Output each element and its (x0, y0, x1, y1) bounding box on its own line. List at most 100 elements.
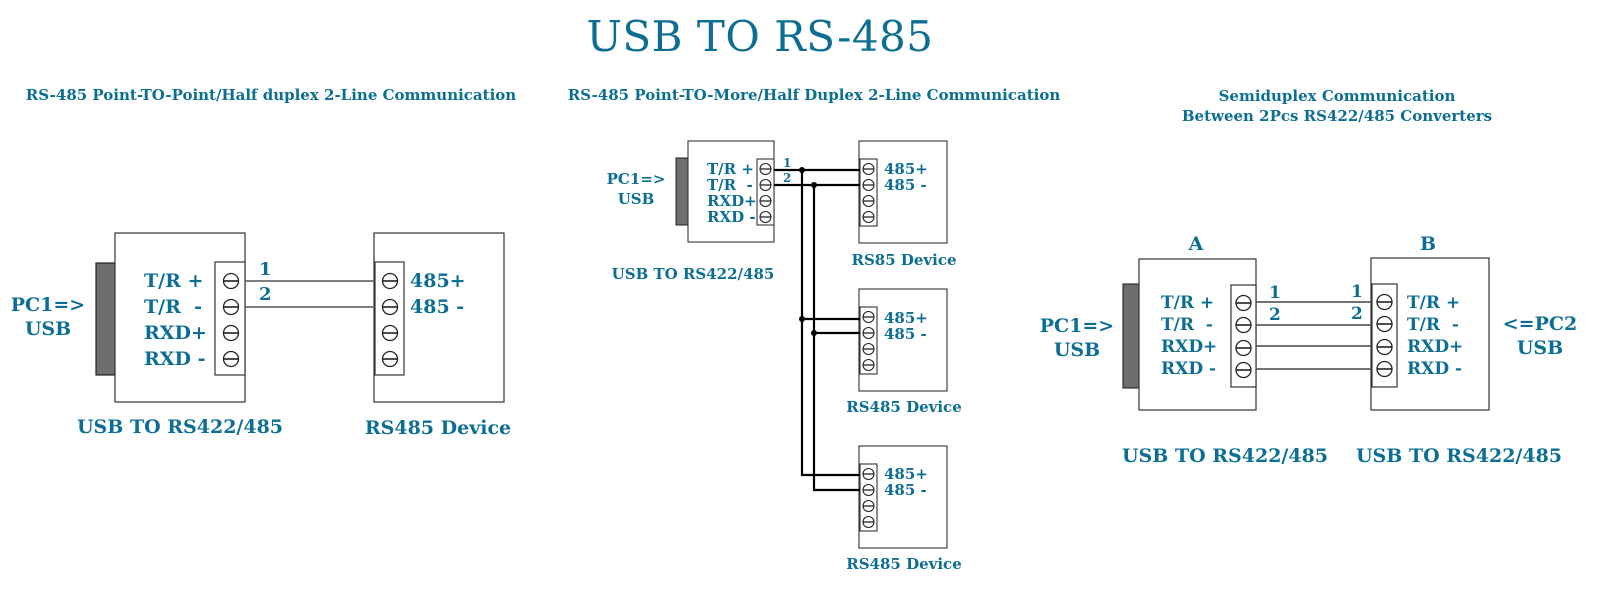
device-caption: RS485 Device (364, 417, 512, 439)
screw-terminal-icon (1235, 339, 1252, 357)
wire-number: 1 (783, 156, 792, 170)
screw-terminal-icon (381, 298, 399, 316)
junction-dot-icon (799, 316, 805, 322)
pin-label: 485+ (884, 309, 928, 327)
screw-terminal-icon (1376, 293, 1393, 311)
bus-trunk-1 (800, 170, 860, 477)
device-terminal-block (859, 463, 878, 532)
diagram2-shapes (675, 140, 948, 549)
screw-terminal-icon (222, 324, 240, 342)
diagram3-title-line2: Between 2Pcs RS422/485 Converters (1181, 107, 1493, 125)
screw-terminal-icon (862, 326, 875, 340)
diagram3-title: Semiduplex Communication Between 2Pcs RS… (1182, 86, 1492, 126)
converter-a-caption: USB TO RS422/485 (1121, 445, 1329, 467)
device-pin-labels: 485+ 485 - (884, 310, 928, 342)
pc-label-line2: USB (1516, 337, 1564, 359)
pin-label: 485 - (410, 296, 465, 318)
bus-trunk-2 (812, 185, 860, 492)
pc-label-line1: PC1=> (1039, 315, 1115, 337)
pin-label: T/R + (144, 270, 204, 292)
screw-terminal-icon (862, 342, 875, 356)
wire-number: 1 (1269, 283, 1281, 303)
pc-label-line2: USB (617, 190, 655, 208)
pin-label: 485+ (884, 160, 928, 178)
screw-terminal-icon (862, 210, 875, 224)
pin-label: T/R - (1161, 315, 1213, 335)
screw-terminal-icon (222, 350, 240, 368)
pin-label: T/R - (144, 296, 202, 318)
screw-terminal-icon (1235, 294, 1252, 312)
screw-terminal-icon (1235, 361, 1252, 379)
converter-b-pin-labels: T/R + T/R - RXD+ RXD - (1407, 294, 1463, 382)
converter-terminal-block (756, 158, 775, 226)
pc-label: PC1=> USB (607, 169, 666, 209)
pin-label: 485 - (884, 325, 927, 343)
screw-terminal-icon (381, 324, 399, 342)
junction-dot-icon (811, 330, 817, 336)
wire-number: 2 (783, 171, 792, 185)
usb-plug-icon (675, 157, 689, 226)
page-title: USB TO RS-485 (586, 12, 934, 61)
pin-label: RXD - (1407, 359, 1463, 379)
screw-terminal-icon (862, 194, 875, 208)
diagram3-shapes (1122, 257, 1490, 411)
screw-terminal-icon (1376, 338, 1393, 356)
pin-label: RXD - (1161, 359, 1217, 379)
screw-terminal-icon (759, 162, 772, 176)
pc1-label: PC1=> USB (1040, 314, 1114, 362)
screw-terminal-icon (862, 467, 875, 481)
junction-dot-icon (799, 167, 805, 173)
pc2-label: <=PC2 USB (1503, 312, 1577, 360)
screw-terminal-icon (862, 499, 875, 513)
pin-label: 485 - (884, 481, 927, 499)
device-terminal-block (859, 306, 878, 375)
screw-terminal-icon (1376, 315, 1393, 333)
pc-label-line2: USB (24, 318, 72, 340)
screw-terminal-icon (1376, 360, 1393, 378)
device-terminal-block (859, 158, 878, 227)
pc-label-line1: <=PC2 (1502, 313, 1578, 335)
device-pin-labels: 485+ 485 - (410, 269, 466, 321)
screw-terminal-icon (862, 358, 875, 372)
converter-a-pin-labels: T/R + T/R - RXD+ RXD - (1161, 294, 1217, 382)
wire-number: 1 (259, 259, 272, 280)
pin-label: RXD+ (707, 192, 757, 210)
pin-label: RXD+ (1161, 337, 1218, 357)
screw-terminal-icon (862, 483, 875, 497)
wire-number: 2 (1269, 305, 1281, 325)
screw-terminal-icon (862, 515, 875, 529)
pc-label-line1: PC1=> (10, 294, 86, 316)
pin-label: T/R + (1407, 293, 1461, 313)
junction-dot-icon (811, 182, 817, 188)
converter-a-label: A (1188, 233, 1204, 255)
screw-terminal-icon (381, 350, 399, 368)
device-pin-labels: 485+ 485 - (884, 161, 928, 193)
screw-terminal-icon (1235, 316, 1252, 334)
screw-terminal-icon (862, 310, 875, 324)
screw-terminal-icon (222, 272, 240, 290)
wire-number: 2 (259, 284, 272, 305)
pin-label: RXD+ (144, 322, 207, 344)
pin-label: T/R + (1161, 293, 1215, 313)
usb-plug-icon (95, 262, 116, 376)
converter-caption: USB TO RS422/485 (611, 265, 775, 283)
pin-label: RXD+ (1407, 337, 1464, 357)
pin-label: T/R - (707, 176, 753, 194)
converter-pin-labels: T/R + T/R - RXD+ RXD - (144, 269, 207, 373)
screw-terminal-icon (222, 298, 240, 316)
device-caption: RS85 Device (851, 251, 957, 269)
converter-pin-labels: T/R + T/R - RXD+ RXD - (707, 161, 757, 225)
converter-b-caption: USB TO RS422/485 (1355, 445, 1563, 467)
screw-terminal-icon (759, 210, 772, 224)
wire-number: 2 (1351, 304, 1363, 324)
device-pin-labels: 485+ 485 - (884, 466, 928, 498)
device-caption: RS485 Device (846, 398, 962, 416)
screw-terminal-icon (381, 272, 399, 290)
diagram1-shapes (95, 232, 505, 403)
usb-plug-icon (1122, 283, 1140, 389)
diagram2-title: RS-485 Point-TO-More/Half Duplex 2-Line … (567, 86, 1061, 104)
diagram1-title: RS-485 Point-TO-Point/Half duplex 2-Line… (25, 86, 517, 104)
screw-terminal-icon (759, 194, 772, 208)
pc-label-line2: USB (1053, 339, 1101, 361)
pc-label-line1: PC1=> (606, 170, 666, 188)
